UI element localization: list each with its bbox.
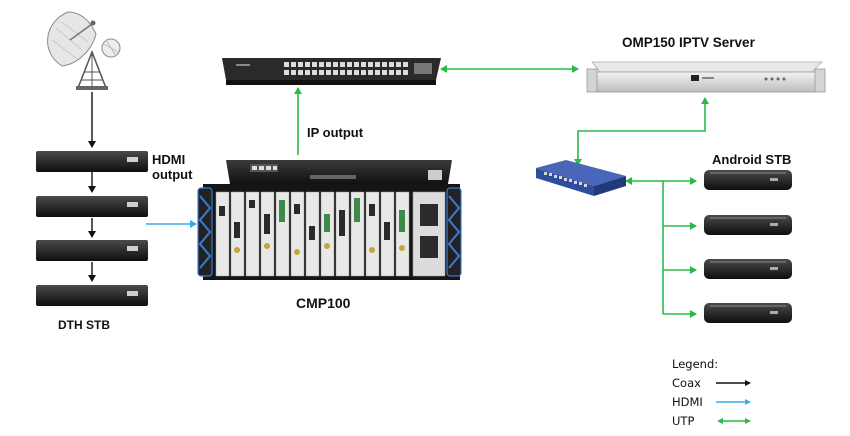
hdmi-output-label-line1: HDMI [152, 152, 186, 167]
android-stb-group [704, 170, 792, 323]
legend-title: Legend: [672, 357, 719, 371]
blue-switch-icon [536, 160, 626, 196]
satellite-dish-icon [47, 11, 121, 90]
android-stb-icon [704, 259, 792, 279]
hdmi-output-label-line2: output [152, 167, 193, 182]
dth-stb-icon [36, 285, 148, 306]
server-label: OMP150 IPTV Server [622, 35, 755, 50]
utp-links [294, 65, 709, 318]
legend-item-hdmi-label: HDMI [672, 395, 703, 409]
dth-stb-label: DTH STB [58, 318, 110, 332]
android-stb-icon [704, 303, 792, 323]
android-stb-icon [704, 170, 792, 190]
dth-stb-icon [36, 196, 148, 217]
legend-item-utp-label: UTP [672, 414, 695, 428]
gigabit-switch-icon [222, 58, 441, 85]
cmp100-label: CMP100 [296, 295, 351, 311]
iptv-server-icon [586, 61, 826, 93]
utp-arrow-blue-switch-to-server [574, 97, 709, 166]
dth-stb-icon [36, 240, 148, 261]
ip-output-label: IP output [307, 125, 364, 140]
android-stb-label: Android STB [712, 152, 792, 167]
dth-stb-icon [36, 151, 148, 172]
legend-item-coax-label: Coax [672, 376, 701, 390]
android-stb-icon [704, 215, 792, 235]
cmp100-chassis-icon [197, 160, 462, 280]
legend-arrows [716, 380, 751, 424]
dth-stb-group [36, 151, 148, 306]
legend: Legend: Coax HDMI UTP [672, 357, 792, 435]
